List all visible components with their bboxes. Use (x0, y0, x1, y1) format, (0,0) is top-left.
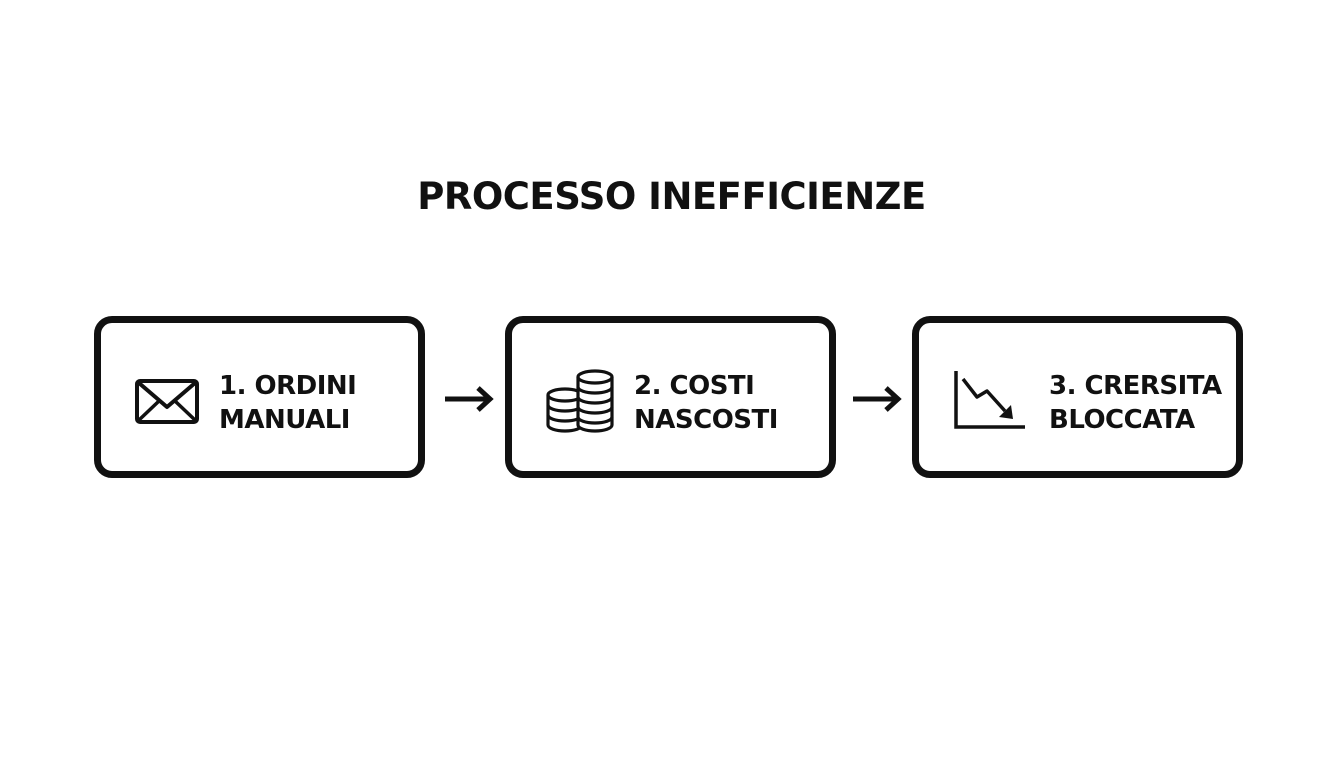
step-box-costi-nascosti: 2. COSTI NASCOSTI (505, 316, 836, 478)
step-label: 1. ORDINI MANUALI (219, 369, 357, 437)
step-label-line2: MANUALI (219, 405, 350, 435)
envelope-icon (127, 369, 199, 431)
step-label-line1: 2. COSTI (634, 371, 755, 401)
step-label: 3. CRERSITA BLOCCATA (1049, 369, 1222, 437)
arrow-right-icon (850, 384, 904, 414)
step-box-crescita-bloccata: 3. CRERSITA BLOCCATA (912, 316, 1243, 478)
step-label-line1: 1. ORDINI (219, 371, 357, 401)
declining-chart-icon (949, 367, 1025, 429)
coins-stack-icon (540, 367, 614, 433)
step-box-ordini-manuali: 1. ORDINI MANUALI (94, 316, 425, 478)
arrow-right-icon (442, 384, 496, 414)
step-label-line2: BLOCCATA (1049, 405, 1195, 435)
step-label-line2: NASCOSTI (634, 405, 778, 435)
diagram-title: PROCESSO INEFFICIENZE (417, 175, 926, 218)
step-label-line1: 3. CRERSITA (1049, 371, 1222, 401)
step-label: 2. COSTI NASCOSTI (634, 369, 778, 437)
